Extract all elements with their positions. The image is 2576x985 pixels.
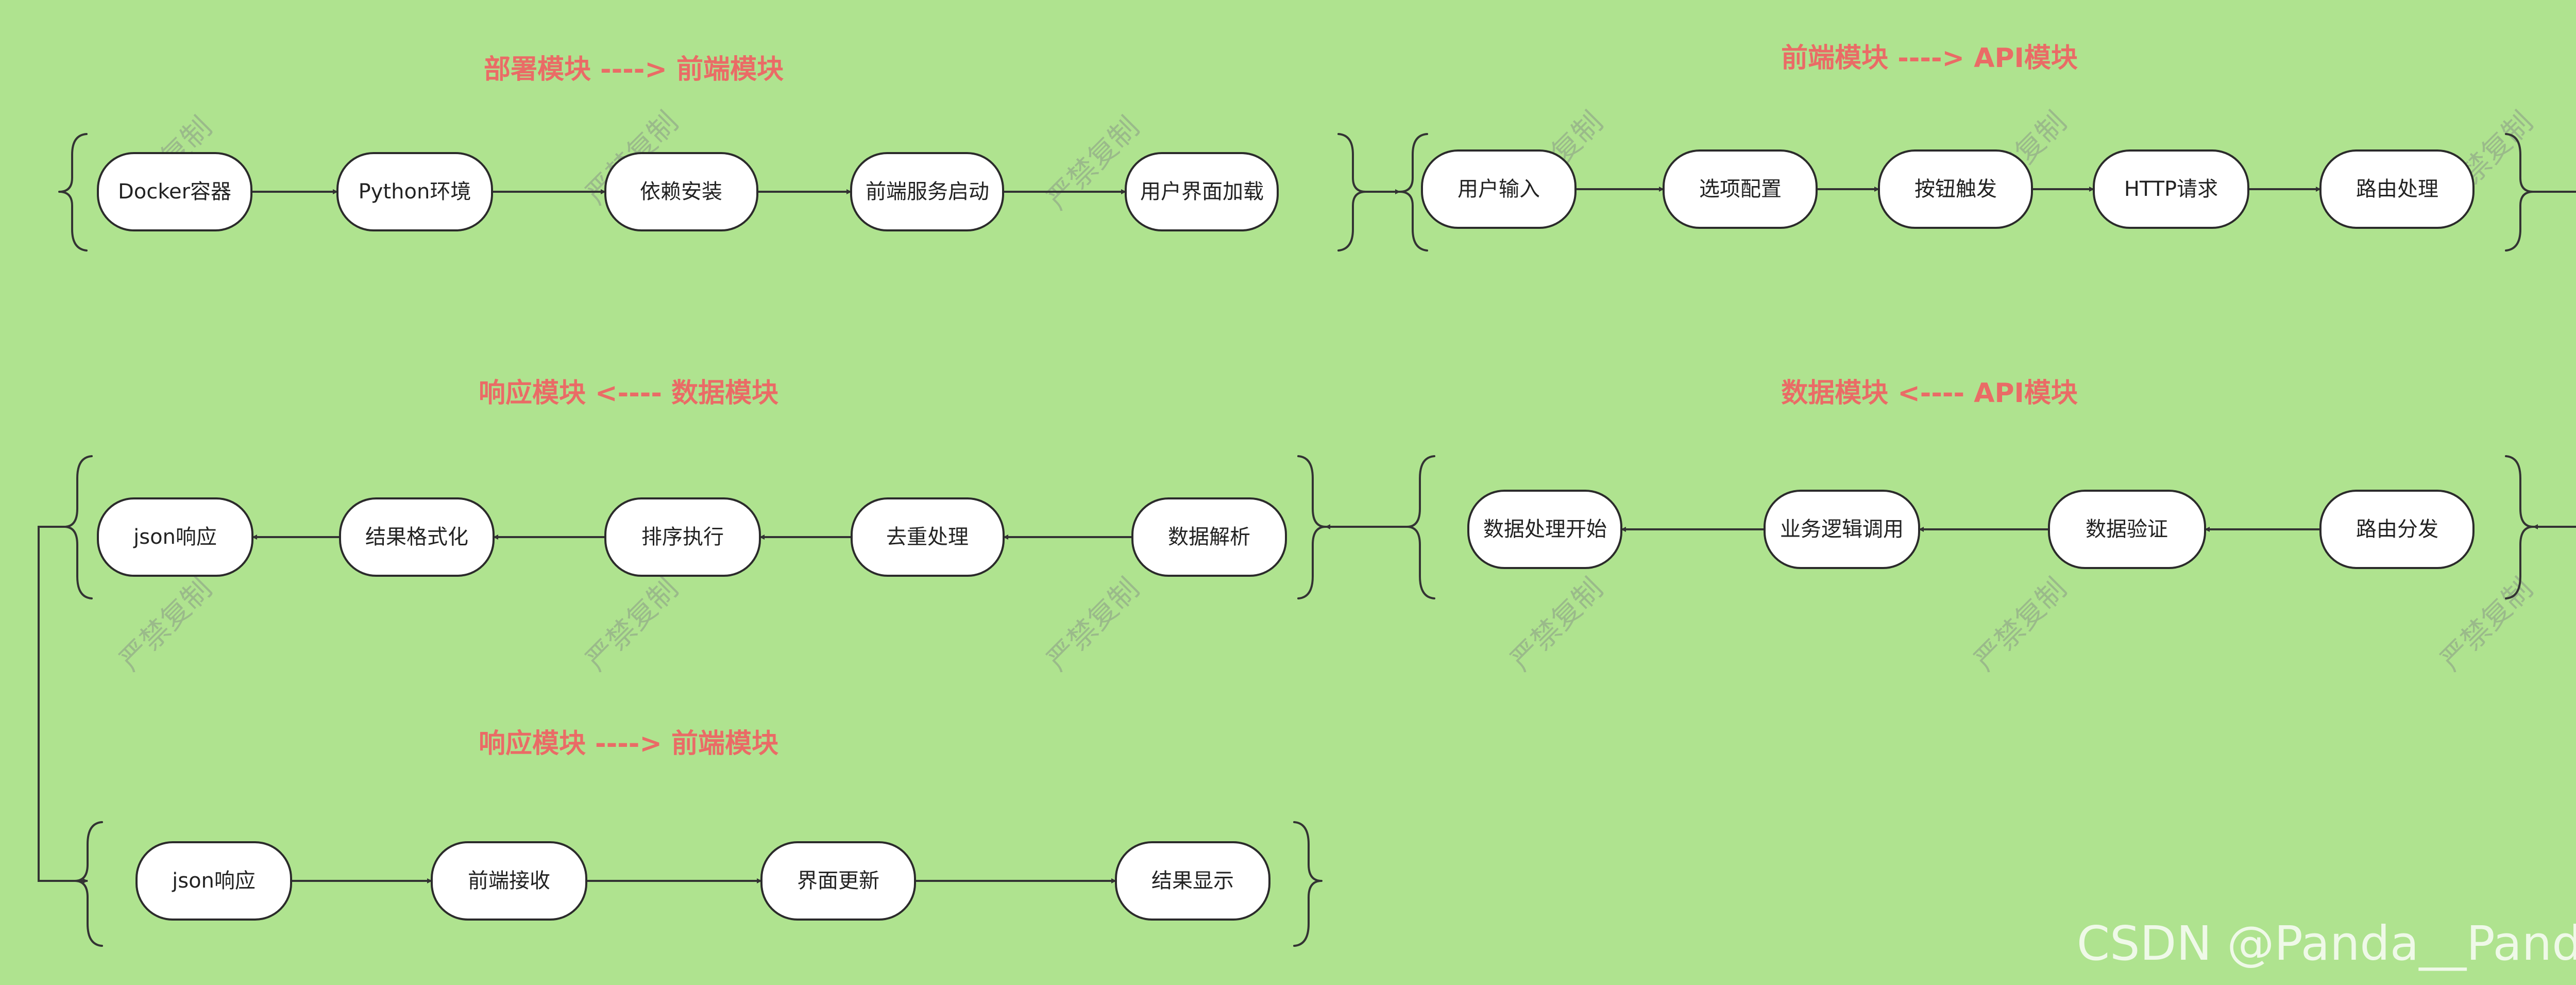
- node-python-env: Python环境: [336, 152, 493, 231]
- svg-text:依赖安装: 依赖安装: [640, 180, 722, 204]
- node-option-config: 选项配置: [1663, 149, 1818, 229]
- svg-text:json响应: json响应: [133, 525, 217, 549]
- section-title-deploy-frontend: 部署模块 ----> 前端模块: [484, 54, 784, 85]
- svg-text:路由分发: 路由分发: [2356, 517, 2438, 541]
- svg-text:选项配置: 选项配置: [1699, 177, 1782, 201]
- brace-row1-mid-right: [1337, 133, 1367, 252]
- node-result-format: 结果格式化: [339, 497, 495, 577]
- node-ui-load: 用户界面加载: [1125, 152, 1279, 231]
- brace-row3-right: [1293, 821, 1323, 947]
- svg-text:界面更新: 界面更新: [797, 869, 879, 893]
- section-title-frontend-api: 前端模块 ----> API模块: [1781, 43, 2078, 74]
- brace-row3-left: [74, 821, 103, 947]
- brace-row1-left: [58, 133, 88, 252]
- node-data-validate: 数据验证: [2048, 490, 2206, 569]
- node-docker-container: Docker容器: [97, 152, 252, 231]
- node-business-logic: 业务逻辑调用: [1764, 490, 1920, 569]
- svg-text:Python环境: Python环境: [359, 180, 471, 204]
- node-data-process-start: 数据处理开始: [1467, 490, 1622, 569]
- section-title-data-api: 数据模块 <---- API模块: [1781, 378, 2078, 409]
- svg-text:前端服务启动: 前端服务启动: [866, 180, 989, 204]
- watermark-text: 严禁复制: [1968, 572, 2073, 677]
- node-button-trigger: 按钮触发: [1878, 149, 2033, 229]
- svg-text:用户输入: 用户输入: [1458, 177, 1540, 201]
- node-result-display: 结果显示: [1115, 841, 1270, 921]
- svg-text:按钮触发: 按钮触发: [1914, 177, 1997, 201]
- svg-text:Docker容器: Docker容器: [118, 180, 231, 204]
- svg-text:数据验证: 数据验证: [2086, 517, 2168, 541]
- node-data-parse: 数据解析: [1131, 497, 1287, 577]
- svg-text:路由处理: 路由处理: [2356, 177, 2438, 201]
- watermark-text: 严禁复制: [1504, 572, 1609, 677]
- section-title-response-frontend: 响应模块 ----> 前端模块: [479, 728, 778, 759]
- brace-row2-mid-right: [1297, 455, 1327, 599]
- svg-text:结果格式化: 结果格式化: [365, 525, 468, 549]
- svg-text:数据处理开始: 数据处理开始: [1483, 517, 1607, 541]
- node-install-deps: 依赖安装: [604, 152, 758, 231]
- watermark-text: 严禁复制: [113, 572, 218, 677]
- node-frontend-receive: 前端接收: [431, 841, 587, 921]
- edges: [38, 187, 2576, 883]
- footer-credit: CSDN @Panda__Panda: [2077, 916, 2576, 971]
- svg-text:结果显示: 结果显示: [1151, 869, 1234, 893]
- node-frontend-start: 前端服务启动: [850, 152, 1004, 231]
- node-route-handle: 路由处理: [2319, 149, 2475, 229]
- svg-text:json响应: json响应: [172, 869, 256, 893]
- svg-text:用户界面加载: 用户界面加载: [1140, 180, 1264, 204]
- node-dedupe: 去重处理: [851, 497, 1005, 577]
- edge-json-response: [38, 526, 88, 883]
- svg-text:HTTP请求: HTTP请求: [2124, 177, 2218, 201]
- node-json-response-1: json响应: [97, 497, 253, 577]
- node-ui-update: 界面更新: [760, 841, 916, 921]
- edge-route-dispatch: [2533, 191, 2576, 529]
- node-http-request: HTTP请求: [2093, 149, 2249, 229]
- svg-text:前端接收: 前端接收: [468, 869, 550, 893]
- svg-text:数据解析: 数据解析: [1168, 525, 1250, 549]
- watermark-text: 严禁复制: [2434, 572, 2539, 677]
- node-user-input: 用户输入: [1421, 149, 1577, 229]
- svg-text:排序执行: 排序执行: [641, 525, 724, 549]
- watermark-text: 严禁复制: [580, 572, 685, 677]
- brace-row2-left: [63, 455, 93, 599]
- brace-row2-mid-left: [1406, 455, 1435, 599]
- svg-text:业务逻辑调用: 业务逻辑调用: [1780, 517, 1904, 541]
- svg-text:去重处理: 去重处理: [886, 525, 969, 549]
- section-title-response-data: 响应模块 <---- 数据模块: [479, 378, 778, 409]
- node-json-response-2: json响应: [135, 841, 292, 921]
- node-sort-exec: 排序执行: [604, 497, 761, 577]
- watermark-text: 严禁复制: [1041, 572, 1146, 677]
- node-route-dispatch: 路由分发: [2319, 490, 2475, 569]
